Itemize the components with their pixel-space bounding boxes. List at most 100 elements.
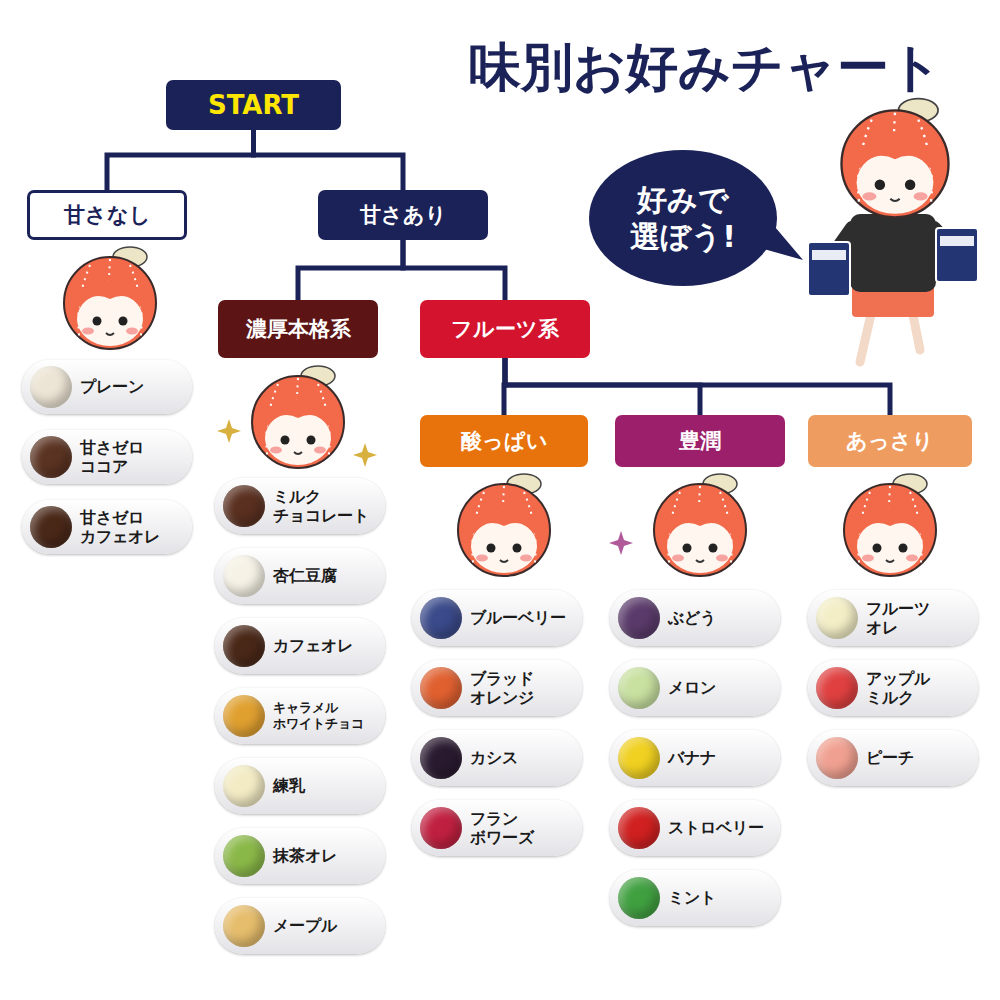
sparkle — [609, 531, 633, 555]
flavor-name: ミント — [668, 888, 716, 907]
flavor-pill: メープル — [215, 898, 385, 954]
flavor-pill: ピーチ — [808, 730, 978, 786]
flavor-pill: キャラメル ホワイトチョコ — [215, 688, 385, 744]
mascot-head — [252, 366, 344, 468]
flavor-icon — [420, 737, 462, 779]
category-box: あっさり — [808, 415, 972, 467]
flavor-name: バナナ — [668, 748, 716, 767]
flavor-pill: ブルーベリー — [412, 590, 582, 646]
flavor-name: カフェオレ — [273, 636, 353, 655]
flavor-pill: プレーン — [22, 360, 192, 414]
category-box: 豊潤 — [615, 415, 785, 467]
flavor-pill: ミルク チョコレート — [215, 478, 385, 534]
sparkle — [217, 419, 241, 443]
box-label: 甘さあり — [360, 201, 447, 229]
flavor-icon — [420, 807, 462, 849]
flavor-pill: 練乳 — [215, 758, 385, 814]
flavor-pill: アップル ミルク — [808, 660, 978, 716]
flavor-icon — [420, 597, 462, 639]
flavor-pill: ブラッド オレンジ — [412, 660, 582, 716]
start-box: START — [166, 80, 341, 130]
box-label: START — [208, 90, 299, 120]
flavor-name: ブラッド オレンジ — [470, 669, 574, 707]
flavor-icon — [223, 485, 265, 527]
mascot-figure — [808, 214, 978, 362]
bag-label — [812, 250, 846, 260]
box-label: 甘さなし — [64, 201, 151, 229]
flavor-name: 杏仁豆腐 — [273, 566, 337, 585]
flavor-icon — [30, 366, 72, 408]
flavor-name: 抹茶オレ — [273, 846, 337, 865]
flavor-icon — [618, 667, 660, 709]
flavor-name: プレーン — [80, 377, 144, 396]
tree-connector — [254, 130, 404, 190]
branch-box: 甘さなし — [27, 190, 187, 240]
flavor-icon — [618, 737, 660, 779]
flavor-icon — [816, 737, 858, 779]
flavor-name: メロン — [668, 678, 716, 697]
flavor-icon — [223, 695, 265, 737]
flavor-name: カシス — [470, 748, 518, 767]
flavor-name: アップル ミルク — [866, 669, 970, 707]
flavor-pill: カフェオレ — [215, 618, 385, 674]
flavor-icon — [223, 905, 265, 947]
mascot-head — [841, 99, 948, 218]
flavor-icon — [420, 667, 462, 709]
box-label: 酸っぱい — [461, 427, 548, 455]
flavor-name: ブルーベリー — [470, 608, 566, 627]
box-label: 豊潤 — [679, 427, 721, 455]
product-bag — [808, 242, 850, 296]
shirt — [850, 214, 936, 292]
flavor-name: ぶどう — [668, 608, 716, 627]
box-label: フルーツ系 — [451, 315, 559, 343]
box-label: あっさり — [846, 427, 934, 455]
flavor-name: フルーツ オレ — [866, 599, 938, 637]
tree-connector — [505, 358, 890, 415]
tree-connector — [298, 240, 403, 300]
bubble-outline — [588, 148, 778, 288]
tree-connector — [107, 130, 254, 190]
flavor-name: ピーチ — [866, 748, 914, 767]
flavor-icon — [618, 597, 660, 639]
flavor-pill: ストロベリー — [610, 800, 780, 856]
bubble-body — [589, 150, 777, 286]
mascot-head — [64, 247, 156, 349]
sparkle — [353, 443, 377, 467]
flavor-name: ミルク チョコレート — [273, 487, 377, 525]
flavor-icon — [618, 807, 660, 849]
flavor-pill: フラン ボワーズ — [412, 800, 582, 856]
flavor-name: メープル — [273, 916, 337, 935]
flavor-icon — [30, 436, 72, 478]
tree-connector — [403, 240, 505, 300]
flavor-icon — [223, 625, 265, 667]
mascot-head — [844, 474, 936, 576]
product-bag — [936, 228, 978, 282]
bubble-text: 好みで 選ぼう! — [613, 181, 753, 256]
flavor-icon — [816, 597, 858, 639]
flavor-icon — [223, 555, 265, 597]
leg — [860, 310, 872, 362]
flavor-pill: 甘さゼロ カフェオレ — [22, 500, 192, 554]
flavor-pill: フルーツ オレ — [808, 590, 978, 646]
flavor-pill: 杏仁豆腐 — [215, 548, 385, 604]
mascot-head — [654, 474, 746, 576]
flavor-pill: ミント — [610, 870, 780, 926]
flavor-icon — [30, 506, 72, 548]
bag-label — [940, 236, 974, 246]
flavor-name: フラン ボワーズ — [470, 809, 574, 847]
flavor-pill: 甘さゼロ ココア — [22, 430, 192, 484]
flavor-pill: メロン — [610, 660, 780, 716]
flavor-icon — [816, 667, 858, 709]
flavor-pill: 抹茶オレ — [215, 828, 385, 884]
flavor-name: 甘さゼロ カフェオレ — [80, 508, 184, 546]
flavor-name: ストロベリー — [668, 818, 764, 837]
category-box: 酸っぱい — [420, 415, 588, 467]
flavor-icon — [223, 835, 265, 877]
mascot-head — [458, 474, 550, 576]
category-box: フルーツ系 — [420, 300, 590, 358]
speech-bubble: 好みで 選ぼう! — [588, 148, 778, 288]
flavor-icon — [223, 765, 265, 807]
box-label: 濃厚本格系 — [246, 315, 351, 343]
flavor-icon — [618, 877, 660, 919]
